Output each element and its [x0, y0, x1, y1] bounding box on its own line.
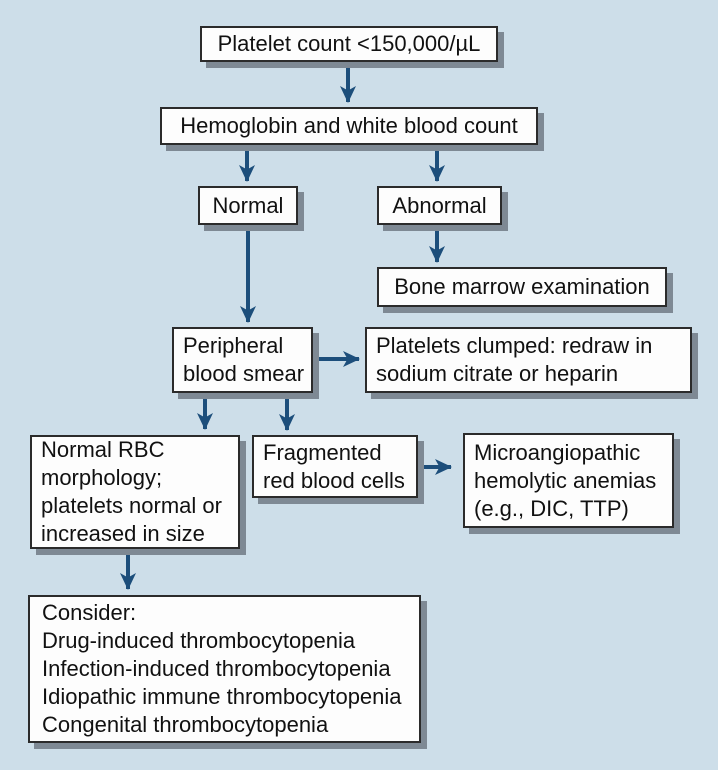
- node-normal-rbc-morphology: Normal RBC morphology; platelets normal …: [30, 435, 240, 549]
- node-platelet-count: Platelet count <150,000/µL: [200, 26, 498, 62]
- node-peripheral-blood-smear: Peripheral blood smear: [172, 327, 313, 393]
- node-hemoglobin-wbc: Hemoglobin and white blood count: [160, 107, 538, 145]
- node-normal: Normal: [198, 186, 298, 225]
- node-consider-differential: Consider: Drug-induced thrombocytopenia …: [28, 595, 421, 743]
- node-platelets-clumped: Platelets clumped: redraw in sodium citr…: [365, 327, 692, 393]
- node-fragmented-red-blood-cells: Fragmented red blood cells: [252, 435, 418, 498]
- node-abnormal: Abnormal: [377, 186, 502, 225]
- node-microangiopathic-hemolytic-anemias: Microangiopathic hemolytic anemias (e.g.…: [463, 433, 674, 528]
- node-bone-marrow-examination: Bone marrow examination: [377, 267, 667, 307]
